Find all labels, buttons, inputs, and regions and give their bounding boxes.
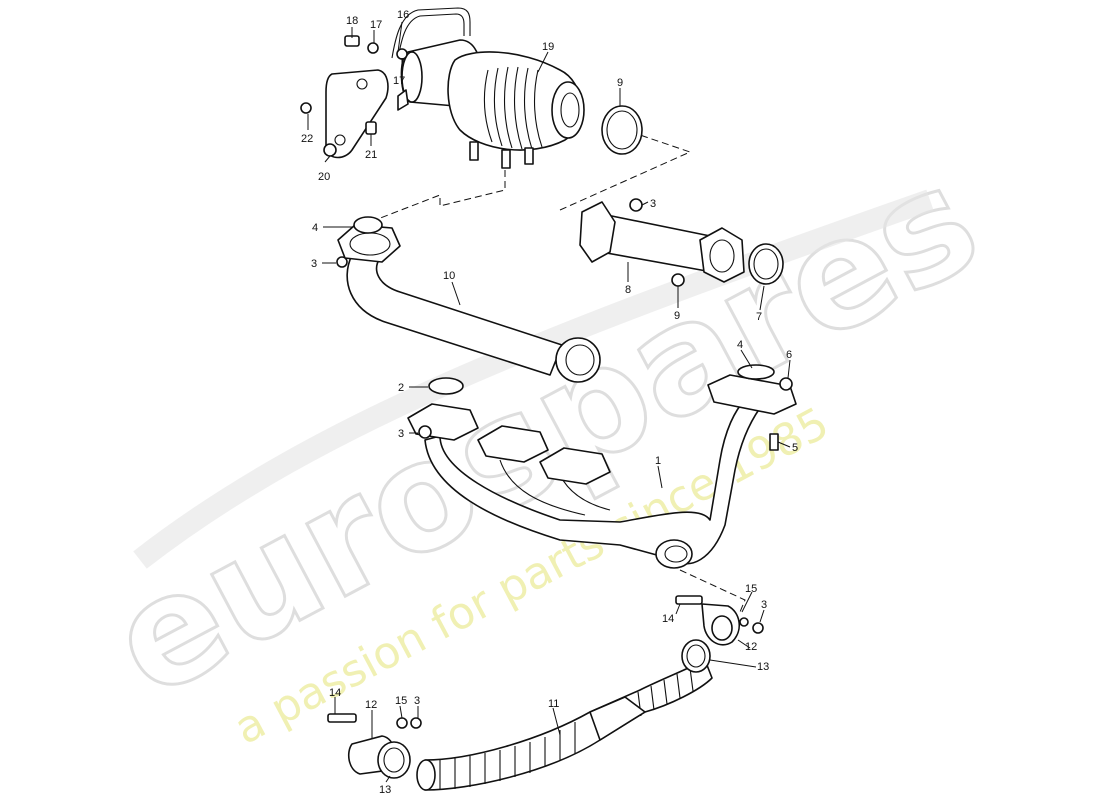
callout-14a: 14	[662, 613, 674, 625]
callout-12a: 12	[745, 641, 757, 653]
manifold	[407, 364, 797, 569]
callout-3a: 3	[311, 258, 317, 270]
clamp-right	[675, 595, 764, 646]
gasket-ring	[601, 105, 643, 155]
callout-10: 10	[443, 270, 455, 282]
callout-3e: 3	[414, 695, 420, 707]
flex-pipe	[416, 659, 713, 791]
callout-14b: 14	[329, 687, 341, 699]
callout-13a: 13	[757, 661, 769, 673]
turbocharger	[391, 7, 585, 169]
callout-1: 1	[655, 455, 661, 467]
callout-22: 22	[301, 133, 313, 145]
end-cap-right	[681, 639, 711, 673]
callout-15a: 15	[745, 583, 757, 595]
callout-17: 17	[370, 19, 382, 31]
callout-19: 19	[542, 41, 554, 53]
callout-15b: 15	[395, 695, 407, 707]
callout-4a: 4	[312, 222, 318, 234]
callout-5: 5	[792, 442, 798, 454]
callout-9: 9	[617, 77, 623, 89]
callout-9b: 9	[674, 310, 680, 322]
clamp-left	[327, 713, 422, 779]
callout-12b: 12	[365, 699, 377, 711]
callout-16: 16	[397, 9, 409, 21]
callout-11: 11	[548, 698, 559, 710]
callout-8: 8	[625, 284, 631, 296]
pipe-8	[579, 198, 745, 287]
callouts: 18 17 16 17 19 9 22 20 21 4 3 10 3 8 9 7…	[301, 9, 798, 796]
callout-18: 18	[346, 15, 358, 27]
callout-13b: 13	[379, 784, 391, 796]
callout-4b: 4	[737, 339, 743, 351]
callout-2: 2	[398, 382, 404, 394]
callout-17b: 17	[393, 75, 405, 87]
callout-7: 7	[756, 311, 762, 323]
callout-3c: 3	[398, 428, 404, 440]
callout-6: 6	[786, 349, 792, 361]
callout-20: 20	[318, 171, 330, 183]
leader-lines	[307, 21, 791, 783]
pipe-10	[336, 224, 601, 383]
callout-3b: 3	[650, 198, 656, 210]
callout-3d: 3	[761, 599, 767, 611]
callout-21: 21	[365, 149, 377, 161]
